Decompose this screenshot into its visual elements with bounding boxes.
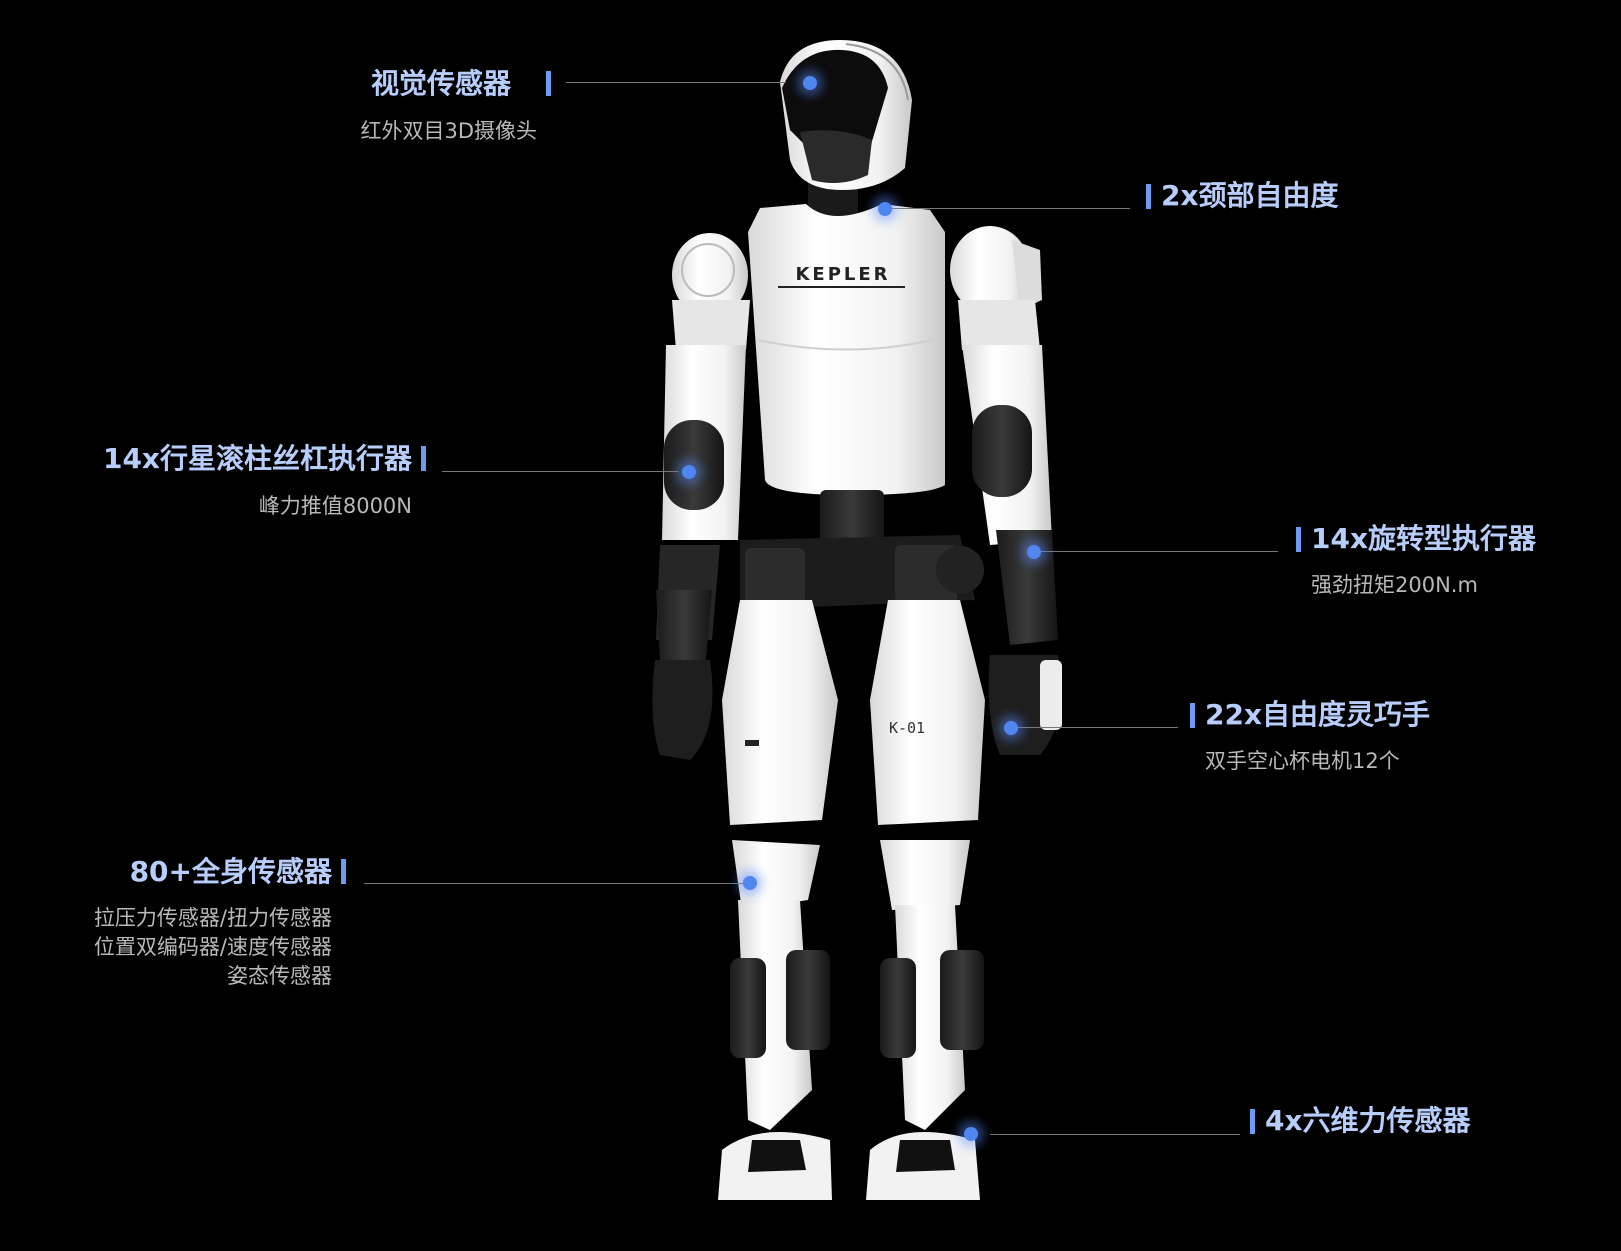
- vision-accent-bar: [546, 71, 551, 96]
- marker-dot-neck: [878, 202, 892, 216]
- sensors-accent-bar: [341, 859, 346, 884]
- body-sensors-line-2: 位置双编码器/速度传感器: [93, 935, 332, 959]
- robot-torso: KEPLER: [748, 204, 945, 495]
- neck-accent-bar: [1146, 184, 1151, 209]
- body-sensors-title: 80+全身传感器: [129, 855, 332, 888]
- marker-dot-sensors: [743, 876, 757, 890]
- marker-dot-rotary: [1027, 545, 1041, 559]
- vision-sensor-subtitle: 红外双目3D摄像头: [360, 119, 537, 143]
- six-axis-force-title: 4x六维力传感器: [1265, 1104, 1471, 1137]
- planetary-actuator-subtitle: 峰力推值8000N: [258, 494, 412, 518]
- neck-dof-title: 2x颈部自由度: [1161, 179, 1339, 212]
- rotary-actuator-title: 14x旋转型执行器: [1311, 522, 1537, 555]
- robot-left-leg: [718, 600, 838, 1200]
- robot-head: [780, 40, 912, 228]
- vision-sensor-title: 视觉传感器: [370, 67, 511, 100]
- robot-right-leg: K-01: [866, 600, 985, 1200]
- leader-line-rotary: [1036, 551, 1278, 552]
- marker-dot-vision: [803, 76, 817, 90]
- marker-dot-hand: [1004, 721, 1018, 735]
- marker-dot-planetary: [682, 465, 696, 479]
- hand-accent-bar: [1190, 703, 1195, 728]
- leg-label: K-01: [889, 719, 925, 737]
- marker-dot-force: [964, 1127, 978, 1141]
- rotary-actuator-subtitle: 强劲扭矩200N.m: [1311, 573, 1478, 597]
- rotary-accent-bar: [1296, 527, 1301, 552]
- leader-line-planetary: [442, 471, 678, 472]
- robot-hips: [740, 490, 984, 610]
- robot-left-arm: [652, 233, 750, 760]
- body-sensors-line-1: 拉压力传感器/扭力传感器: [93, 906, 332, 930]
- force-accent-bar: [1250, 1109, 1255, 1134]
- planetary-accent-bar: [421, 446, 426, 471]
- kepler-logo: KEPLER: [795, 264, 890, 285]
- leader-line-vision: [566, 82, 786, 83]
- leader-line-sensors: [364, 883, 744, 884]
- planetary-actuator-title: 14x行星滚柱丝杠执行器: [102, 442, 412, 475]
- dexterous-hand-subtitle: 双手空心杯电机12个: [1205, 749, 1400, 773]
- leader-line-neck: [888, 208, 1130, 209]
- dexterous-hand-title: 22x自由度灵巧手: [1205, 698, 1431, 731]
- body-sensors-line-3: 姿态传感器: [227, 964, 332, 988]
- leader-line-hand: [1018, 727, 1178, 728]
- leader-line-force: [990, 1134, 1240, 1135]
